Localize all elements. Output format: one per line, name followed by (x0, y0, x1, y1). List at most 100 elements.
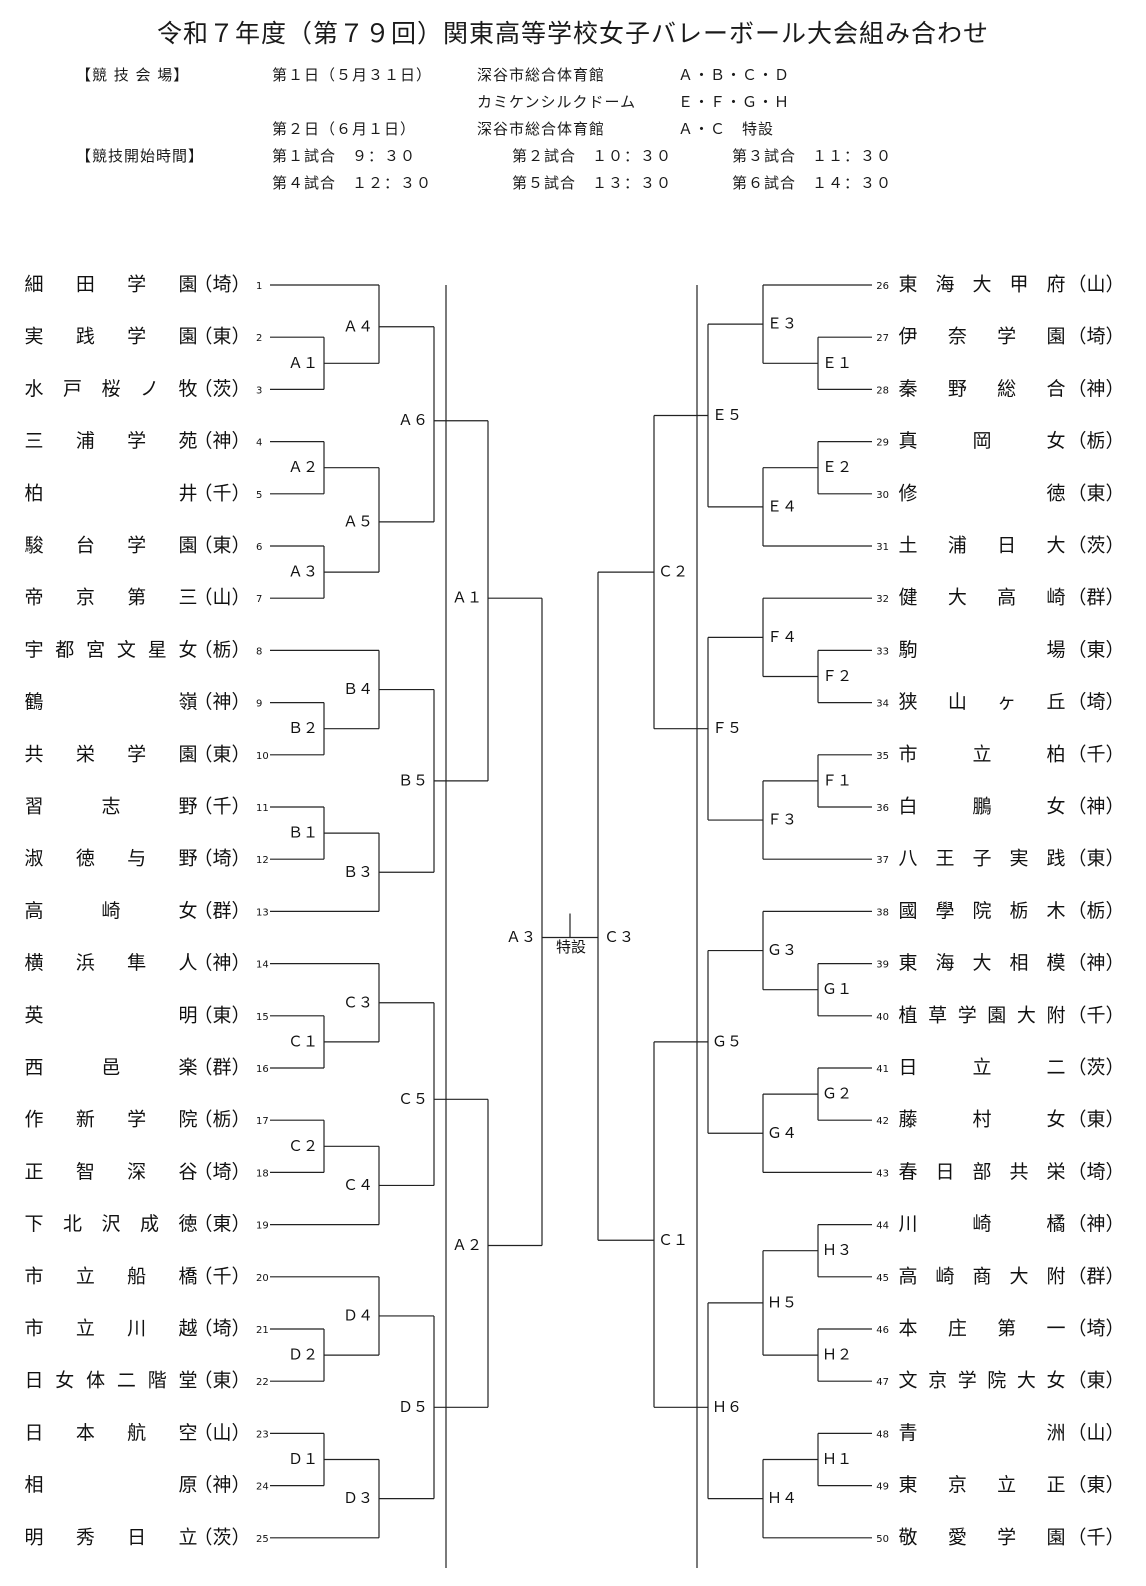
team-name-char: 学 (958, 1004, 977, 1026)
team-name-char: 水 (24, 378, 43, 400)
team-name-char: 横 (24, 952, 43, 974)
team-name-char: 園 (178, 535, 197, 557)
team-name-char: 園 (1046, 326, 1065, 348)
team-name-char: 田 (76, 274, 95, 296)
team-name-char: 栄 (76, 743, 95, 765)
team-name-char: 三 (178, 587, 197, 609)
team-name-char: 日 (24, 1422, 43, 1444)
team-name-char: 相 (24, 1474, 43, 1496)
match-label-a1: Ａ１ (288, 354, 318, 372)
team-name-char: 野 (178, 796, 197, 818)
match-label-g3: Ｇ３ (767, 941, 797, 959)
team-number: 39 (876, 960, 889, 971)
team-name-char: 総 (997, 378, 1016, 400)
game4-time: 第４試合 １２：３０ (272, 174, 433, 192)
venue3-courts: Ａ・Ｃ 特設 (678, 120, 775, 138)
team-number: 7 (256, 594, 262, 605)
team-name-char: 実 (1009, 848, 1028, 870)
team-name-char: 青 (898, 1422, 917, 1444)
team-name-char: 学 (127, 274, 146, 296)
match-label-c3: Ｃ３ (343, 993, 373, 1011)
match-label-d1: Ｄ１ (288, 1450, 318, 1468)
team-number: 41 (876, 1064, 889, 1075)
team-name-char: 践 (1046, 848, 1065, 870)
team-number: 45 (876, 1273, 889, 1284)
team-prefecture: （栃） (193, 639, 250, 661)
venue-heading: 【競 技 会 場】 (76, 66, 190, 84)
team-name-char: 園 (987, 1004, 1006, 1026)
match-label-b1: Ｂ１ (288, 824, 318, 842)
team-name-char: 栄 (1046, 1161, 1065, 1183)
team-name-char: 附 (1046, 1004, 1065, 1026)
team-name-char: 下 (24, 1213, 43, 1235)
team-name-char: 徳 (178, 1213, 197, 1235)
team-name-char: 木 (1046, 900, 1065, 922)
team-name-char: 駿 (24, 535, 43, 557)
team-name-char: 浦 (76, 430, 95, 452)
match-label-h2: Ｈ２ (822, 1346, 852, 1364)
match-label-h3: Ｈ３ (822, 1241, 852, 1259)
team-name-char: 秦 (898, 378, 917, 400)
team-name-char: 白 (898, 796, 917, 818)
team-name-char: 海 (935, 274, 954, 296)
team-name-char: 川 (127, 1318, 146, 1340)
team-name-char: 原 (178, 1474, 197, 1496)
team-name-char: 藤 (898, 1109, 917, 1131)
team-name-char: 習 (24, 796, 43, 818)
team-name-char: 女 (1046, 1109, 1065, 1131)
team-prefecture: （神） (1067, 952, 1124, 974)
team-name-char: 桜 (101, 378, 120, 400)
team-name-char: 草 (928, 1004, 947, 1026)
team-name-char: 川 (898, 1213, 917, 1235)
team-name-char: 学 (127, 430, 146, 452)
team-number: 16 (256, 1064, 269, 1075)
team-name-char: 苑 (178, 430, 197, 452)
team-prefecture: （東） (1067, 1370, 1124, 1392)
team-name-char: 大 (1017, 1370, 1036, 1392)
team-name-char: 柏 (1046, 743, 1065, 765)
team-name-char: 本 (898, 1318, 917, 1340)
team-name-char: 院 (178, 1109, 197, 1131)
match-label-d4: Ｄ４ (343, 1306, 373, 1324)
team-name-char: 山 (948, 691, 967, 713)
team-number: 38 (876, 907, 889, 918)
match-label-c4: Ｃ４ (343, 1176, 373, 1194)
team-name-char: 鶴 (24, 691, 43, 713)
match-label-g1: Ｇ１ (822, 980, 852, 998)
team-name-char: 志 (101, 796, 120, 818)
team-name-char: 市 (898, 743, 917, 765)
team-name-char: 女 (1046, 1370, 1065, 1392)
game3-time: 第３試合 １１：３０ (732, 147, 893, 165)
team-name-char: 越 (178, 1318, 197, 1340)
team-prefecture: （埼） (1067, 691, 1124, 713)
match-label-b3: Ｂ３ (343, 863, 373, 881)
team-number: 33 (876, 646, 889, 657)
match-label-a4: Ａ４ (343, 317, 373, 335)
team-name-char: 商 (972, 1265, 991, 1287)
team-name-char: 岡 (972, 430, 991, 452)
match-label-b5: Ｂ５ (398, 771, 428, 789)
team-name-char: 京 (928, 1370, 947, 1392)
team-name-char: 高 (997, 587, 1016, 609)
team-name-char: 崎 (935, 1265, 954, 1287)
team-prefecture: （山） (193, 587, 250, 609)
team-prefecture: （神） (1067, 796, 1124, 818)
team-prefecture: （千） (1067, 743, 1124, 765)
venue3-name: 深谷市総合体育館 (477, 120, 606, 138)
team-name-char: 部 (972, 1161, 991, 1183)
team-number: 23 (256, 1429, 269, 1440)
venue2-name: カミケンシルクドーム (477, 93, 637, 111)
team-name-char: 高 (24, 900, 43, 922)
team-name-char: 学 (997, 1526, 1016, 1548)
team-number: 13 (256, 907, 269, 918)
team-name-char: 本 (76, 1422, 95, 1444)
team-prefecture: （神） (193, 691, 250, 713)
team-prefecture: （東） (1067, 1474, 1124, 1496)
team-name-char: 女 (55, 1370, 74, 1392)
team-name-char: 明 (24, 1526, 43, 1548)
team-number: 22 (256, 1377, 269, 1388)
team-name-char: 村 (972, 1109, 991, 1131)
team-name-char: 二 (117, 1370, 136, 1392)
team-prefecture: （千） (193, 1265, 250, 1287)
team-name-char: 東 (898, 952, 917, 974)
